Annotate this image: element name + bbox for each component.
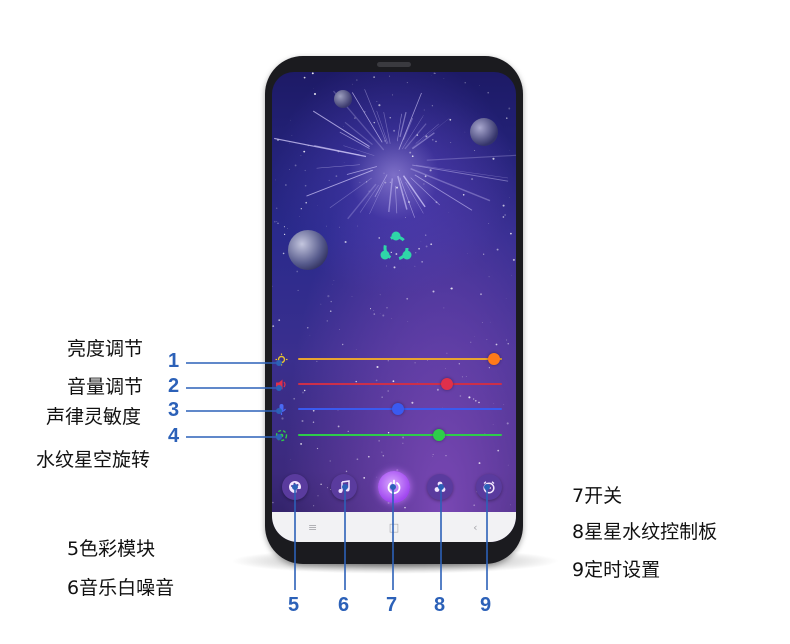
planet-small [334, 90, 352, 108]
volume-icon [274, 377, 288, 391]
ripple-rotation-track[interactable] [298, 434, 502, 436]
phone-speaker [377, 62, 411, 67]
volume-label: 音量调节 [67, 376, 144, 398]
fan-icon [434, 481, 446, 492]
nav-home-button[interactable]: □ [388, 520, 400, 534]
volume-slider[interactable] [272, 376, 516, 392]
alarm-clock-icon [483, 481, 495, 494]
callout-number-5: 5 [288, 594, 300, 616]
sensitivity-thumb[interactable] [391, 403, 404, 415]
color-mode-button[interactable] [282, 474, 308, 500]
nav-back-button[interactable]: ‹ [473, 520, 478, 534]
legend-star-ripple-control: 8星星水纹控制板 [572, 521, 718, 543]
legend-music-white-noise: 6音乐白噪音 [67, 577, 175, 599]
power-icon [387, 479, 401, 494]
callout-number-2: 2 [168, 375, 180, 397]
callout-number-8: 8 [434, 594, 446, 616]
app-logo-icon [380, 231, 412, 261]
callout-number-6: 6 [338, 594, 350, 616]
volume-thumb[interactable] [440, 378, 453, 390]
callout-number-9: 9 [480, 594, 492, 616]
brightness-thumb[interactable] [487, 353, 500, 365]
callout-number-3: 3 [168, 399, 180, 421]
planet-medium [470, 118, 498, 146]
brightness-label: 亮度调节 [67, 338, 144, 360]
ripple-rotation-slider[interactable] [272, 427, 516, 443]
phone-frame: ≡ □ ‹ [265, 56, 523, 564]
control-button-bar [272, 467, 516, 511]
callout-number-4: 4 [168, 425, 180, 447]
app-screen: ≡ □ ‹ [272, 72, 516, 542]
sensitivity-label: 声律灵敏度 [46, 406, 142, 428]
star-ripple-control-button[interactable] [427, 474, 453, 500]
music-white-noise-button[interactable] [331, 474, 357, 500]
sensitivity-slider[interactable] [272, 401, 516, 417]
brightness-icon [274, 352, 288, 366]
callout-number-7: 7 [386, 594, 398, 616]
microphone-icon [274, 402, 288, 416]
callout-number-1: 1 [168, 350, 180, 372]
ripple-rotation-label: 水纹星空旋转 [36, 449, 151, 471]
legend-power: 7开关 [572, 485, 623, 507]
palette-icon [289, 481, 301, 493]
timer-button[interactable] [476, 474, 502, 500]
system-nav-bar: ≡ □ ‹ [272, 512, 516, 542]
power-button[interactable] [378, 471, 410, 503]
nav-menu-button[interactable]: ≡ [308, 520, 318, 534]
brightness-track[interactable] [298, 358, 502, 360]
starfield-background [272, 72, 516, 512]
volume-track[interactable] [298, 383, 502, 385]
planet-large [288, 230, 328, 270]
ripple-rotation-thumb[interactable] [432, 429, 445, 441]
rotate-icon [274, 428, 288, 442]
legend-timer: 9定时设置 [572, 559, 661, 581]
music-note-icon [338, 480, 350, 493]
brightness-slider[interactable] [272, 351, 516, 367]
legend-color-mode: 5色彩模块 [67, 538, 156, 560]
